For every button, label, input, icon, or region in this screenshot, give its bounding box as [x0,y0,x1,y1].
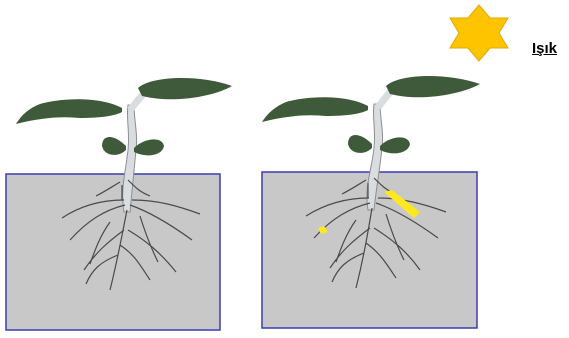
leaf-upper-right-left [138,78,232,99]
soil-container-left [6,174,220,330]
light-label: Işık [532,40,557,57]
cotyledon-right-1 [348,135,372,153]
leaf-upper-left-left [16,99,122,124]
cotyledon-right-2 [380,137,410,153]
sun-icon [450,5,508,61]
leaf-upper-left-right [262,97,368,122]
cotyledon-left-2 [134,139,164,155]
cotyledon-left-1 [102,137,126,155]
leaf-upper-right-right [386,76,480,97]
